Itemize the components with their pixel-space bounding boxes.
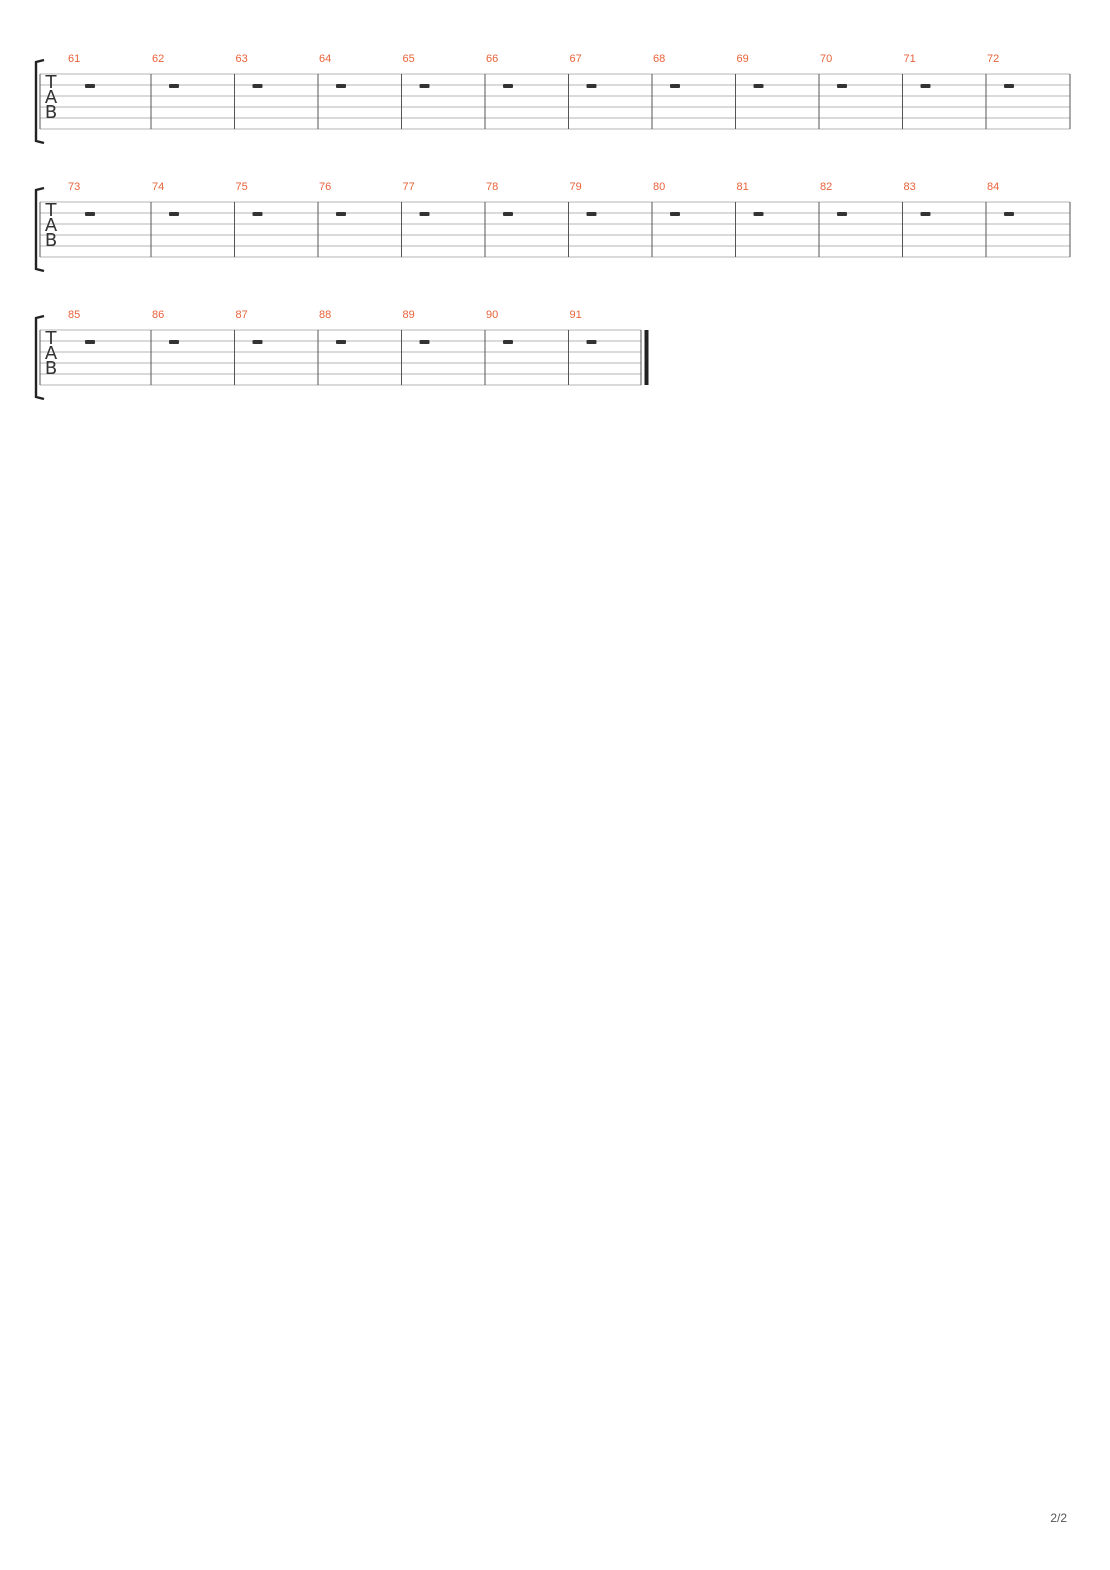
- bar-number: 70: [820, 53, 832, 65]
- tab-clef-letter: A: [45, 215, 58, 236]
- whole-rest: [336, 84, 346, 88]
- bar-number: 79: [570, 181, 582, 193]
- system-bracket: [34, 314, 45, 401]
- system-bracket: [34, 186, 45, 273]
- bar-number: 87: [236, 309, 248, 321]
- tab-clef-letter: A: [45, 343, 58, 364]
- bar-number: 74: [152, 181, 164, 193]
- whole-rest: [252, 212, 263, 216]
- whole-rest: [336, 212, 346, 216]
- staff-svg: TAB 73 74 75 76 77 78 79 80 81 82 83 84: [34, 181, 1071, 273]
- whole-rest: [586, 340, 597, 344]
- whole-rest: [503, 212, 513, 216]
- staff-svg: TAB 85 86 87 88 89 90 91: [34, 309, 649, 401]
- bar-number: 89: [403, 309, 415, 321]
- final-barline-thick: [644, 330, 649, 385]
- bar-number: 65: [403, 53, 415, 65]
- bar-number: 77: [403, 181, 415, 193]
- whole-rest: [419, 340, 430, 344]
- bar-number: 82: [820, 181, 832, 193]
- whole-rest: [1004, 212, 1014, 216]
- whole-rest: [252, 84, 263, 88]
- whole-rest: [920, 212, 931, 216]
- whole-rest: [419, 212, 430, 216]
- bar-number: 71: [904, 53, 916, 65]
- tab-clef-letter: B: [45, 358, 57, 379]
- page-number: 2/2: [1050, 1511, 1067, 1525]
- bar-number: 64: [319, 53, 331, 65]
- whole-rest: [85, 212, 95, 216]
- bar-number: 86: [152, 309, 164, 321]
- tab-clef-letter: B: [45, 102, 57, 123]
- bar-number: 72: [987, 53, 999, 65]
- whole-rest: [85, 84, 95, 88]
- bar-number: 91: [570, 309, 582, 321]
- tab-clef-letter: A: [45, 87, 58, 108]
- bar-number: 61: [68, 53, 80, 65]
- whole-rest: [753, 84, 764, 88]
- whole-rest: [837, 84, 847, 88]
- whole-rest: [336, 340, 346, 344]
- tab-clef-letter: T: [45, 200, 58, 221]
- system-bracket: [34, 58, 45, 145]
- bar-number: 66: [486, 53, 498, 65]
- bar-number: 80: [653, 181, 665, 193]
- whole-rest: [670, 212, 680, 216]
- tab-clef-letter: T: [45, 328, 58, 349]
- bar-number: 62: [152, 53, 164, 65]
- whole-rest: [753, 212, 764, 216]
- whole-rest: [503, 340, 513, 344]
- bar-number: 83: [904, 181, 916, 193]
- tab-clef-letter: T: [45, 72, 58, 93]
- whole-rest: [169, 340, 179, 344]
- bar-number: 75: [236, 181, 248, 193]
- bar-number: 76: [319, 181, 331, 193]
- bar-number: 84: [987, 181, 999, 193]
- whole-rest: [419, 84, 430, 88]
- bar-number: 90: [486, 309, 498, 321]
- whole-rest: [85, 340, 95, 344]
- whole-rest: [252, 340, 263, 344]
- bar-number: 67: [570, 53, 582, 65]
- whole-rest: [586, 84, 597, 88]
- bar-number: 69: [737, 53, 749, 65]
- bar-number: 88: [319, 309, 331, 321]
- bar-number: 73: [68, 181, 80, 193]
- bar-number: 85: [68, 309, 80, 321]
- bar-number: 78: [486, 181, 498, 193]
- whole-rest: [1004, 84, 1014, 88]
- bar-number: 63: [236, 53, 248, 65]
- whole-rest: [503, 84, 513, 88]
- bar-number: 68: [653, 53, 665, 65]
- tab-clef-letter: B: [45, 230, 57, 251]
- whole-rest: [169, 84, 179, 88]
- whole-rest: [670, 84, 680, 88]
- bar-number: 81: [737, 181, 749, 193]
- whole-rest: [586, 212, 597, 216]
- staff-svg: TAB 61 62 63 64 65 66 67 68 69 70 71 72: [34, 53, 1071, 145]
- whole-rest: [169, 212, 179, 216]
- whole-rest: [837, 212, 847, 216]
- whole-rest: [920, 84, 931, 88]
